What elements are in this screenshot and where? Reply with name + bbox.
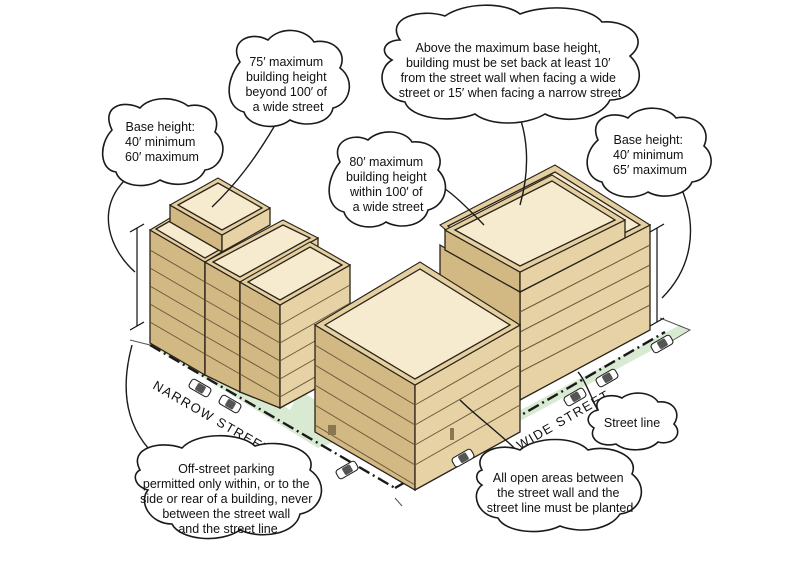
car (650, 334, 674, 354)
callout-street-line: Street line (587, 392, 679, 451)
base-height-dimension-right (649, 223, 665, 327)
building-right-rear (439, 164, 652, 402)
callout-setback-text: Above the maximum base height, building … (399, 41, 622, 100)
callout-planted: All open areas between the street wall a… (475, 438, 643, 533)
car (451, 448, 475, 468)
base-height-dimension-left (129, 223, 145, 331)
car (335, 460, 359, 480)
callout-base-height-wide: Base height: 40′ minimum 65′ maximum (586, 107, 712, 198)
callout-planted-text: All open areas between the street wall a… (487, 471, 634, 515)
callout-setback: Above the maximum base height, building … (381, 4, 641, 124)
callout-80-max: 80′ maximum building height within 100′ … (328, 131, 447, 228)
cars (188, 334, 674, 480)
callout-street-line-text: Street line (604, 416, 660, 430)
car (595, 368, 619, 388)
car (218, 394, 242, 414)
callout-80-max-text: 80′ maximum building height within 100′ … (346, 155, 430, 214)
callout-base-height-narrow-text: Base height: 40′ minimum 60′ maximum (125, 120, 199, 164)
callout-parking-text: Off-street parking permitted only within… (140, 462, 316, 536)
callout-parking: Off-street parking permitted only within… (134, 434, 323, 540)
callout-75-max-text: 75′ maximum building height beyond 100′ … (245, 55, 330, 114)
car (563, 387, 587, 407)
car (188, 378, 212, 398)
building-left (148, 177, 352, 410)
callout-75-max: 75′ maximum building height beyond 100′ … (228, 29, 351, 128)
callout-base-height-narrow: Base height: 40′ minimum 60′ maximum (101, 97, 224, 187)
callout-base-height-wide-text: Base height: 40′ minimum 65′ maximum (613, 133, 687, 177)
curbs (129, 317, 692, 507)
